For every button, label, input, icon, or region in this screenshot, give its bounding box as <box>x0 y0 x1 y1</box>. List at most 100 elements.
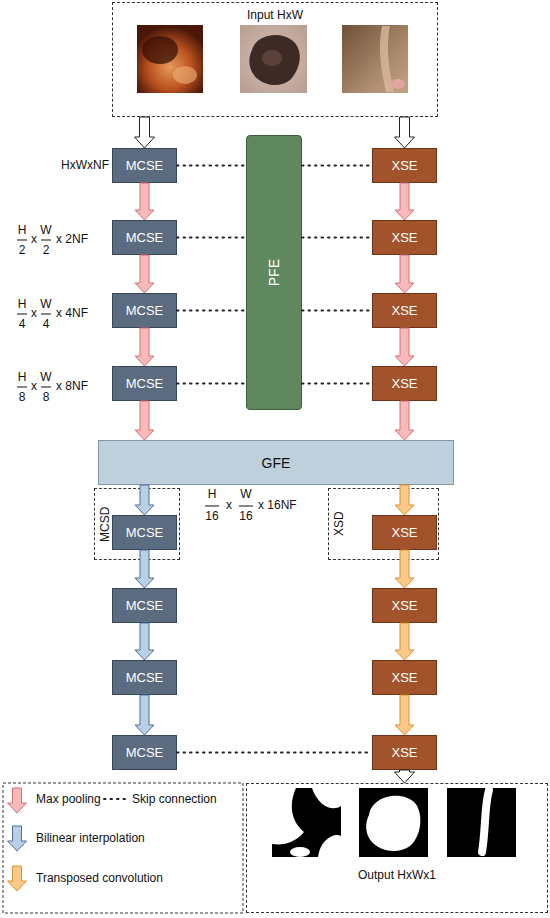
fraction-bar <box>41 387 51 388</box>
dimension-label: 4 <box>19 317 26 331</box>
mcse-block: MCSE <box>112 735 177 770</box>
node-label: Input HxW <box>113 8 437 22</box>
max-pooling-arrow <box>135 401 154 440</box>
transposed-convolution-arrow <box>395 550 414 588</box>
node-label: XSE <box>391 230 417 245</box>
fraction-bar <box>239 506 253 507</box>
node-label: XSE <box>391 376 417 391</box>
skip-connection <box>302 165 372 167</box>
xse-block: XSE <box>372 660 437 695</box>
node-label: MCSE <box>126 598 164 613</box>
skip-connection <box>177 165 246 167</box>
node-label: MCSE <box>126 230 164 245</box>
dimension-label: x 4NF <box>56 306 88 320</box>
skip-connection <box>302 310 372 312</box>
dimension-label: 2 <box>43 243 50 257</box>
node-label: MCSE <box>126 158 164 173</box>
node-label: MCSE <box>126 525 164 540</box>
image-detail <box>173 66 197 84</box>
mcse-block: MCSE <box>112 366 177 401</box>
legend-blue-arrow <box>8 826 27 851</box>
max-pooling-arrow <box>395 183 414 220</box>
legend-box <box>3 783 243 913</box>
skip-connection <box>302 237 372 239</box>
fraction-bar <box>17 314 27 315</box>
dimension-label: 16 <box>239 509 252 523</box>
dimension-label: x <box>31 379 37 393</box>
mask-region <box>482 790 489 852</box>
legend-dotted-line <box>104 798 126 800</box>
dimension-label: x <box>31 306 37 320</box>
skip-connection <box>302 383 372 385</box>
skip-connection <box>177 383 246 385</box>
pfe-band: PFE <box>246 135 302 410</box>
image-detail <box>142 36 178 64</box>
mask-image <box>359 788 428 857</box>
fraction-bar <box>205 506 219 507</box>
dimension-label: x 16NF <box>258 498 297 512</box>
dimension-label: x <box>226 498 232 512</box>
xse-block: XSE <box>372 293 437 328</box>
lesion-blob <box>249 35 299 85</box>
bilinear-interpolation-arrow <box>135 485 154 515</box>
dimension-label: 16 <box>205 509 218 523</box>
node-label: MCSD <box>98 489 112 559</box>
legend-text: Transposed convolution <box>36 871 163 885</box>
node-label: XSE <box>391 525 417 540</box>
output-masks <box>272 788 516 857</box>
transposed-convolution-arrow <box>395 485 414 515</box>
dimension-label: W <box>40 370 51 384</box>
xse-block: XSE <box>372 366 437 401</box>
xse-block: XSE <box>372 515 437 550</box>
node-label: XSE <box>391 158 417 173</box>
legend-text: Max pooling <box>36 792 101 806</box>
legend-text: Bilinear interpolation <box>36 831 145 845</box>
dimension-label: 8 <box>43 390 50 404</box>
xse-block: XSE <box>372 148 437 183</box>
fraction-bar <box>41 314 51 315</box>
transposed-convolution-arrow <box>395 623 414 660</box>
dimension-label: x 2NF <box>56 232 88 246</box>
legend-orange-arrow <box>8 866 27 891</box>
node-label: Output HxWx1 <box>247 868 547 882</box>
fraction-bar <box>17 240 27 241</box>
dimension-label: 2 <box>19 243 26 257</box>
dimension-label: HxWxNF <box>61 158 109 172</box>
mcse-block: MCSE <box>112 588 177 623</box>
mcse-block: MCSE <box>112 293 177 328</box>
mask-image <box>447 788 516 857</box>
mcse-block: MCSE <box>112 148 177 183</box>
node-label: XSE <box>391 670 417 685</box>
bilinear-interpolation-arrow <box>135 550 154 588</box>
input-output-arrow <box>395 117 415 148</box>
xse-block: XSE <box>372 220 437 255</box>
input-output-arrow <box>395 770 415 783</box>
mask-region <box>366 796 420 851</box>
transposed-convolution-arrow <box>395 695 414 735</box>
node-label: MCSE <box>126 670 164 685</box>
dimension-label: H <box>18 223 27 237</box>
skip-connection <box>177 237 246 239</box>
dimension-label: H <box>208 487 217 501</box>
node-label: PFE <box>266 259 282 286</box>
skip-connection <box>177 310 246 312</box>
node-label: XSD <box>332 489 346 559</box>
node-label: XSE <box>391 598 417 613</box>
image-detail <box>262 50 282 66</box>
legend-pink-arrow <box>8 788 27 813</box>
mask-region <box>290 847 310 857</box>
dimension-label: H <box>18 297 27 311</box>
mask-region <box>312 788 341 808</box>
max-pooling-arrow <box>135 328 154 366</box>
input-output-arrow <box>135 117 155 148</box>
node-label: MCSE <box>126 376 164 391</box>
max-pooling-arrow <box>135 183 154 220</box>
output-frame: Output HxWx1 <box>246 783 548 913</box>
node-label: MCSE <box>126 303 164 318</box>
max-pooling-arrow <box>395 401 414 440</box>
fraction-bar <box>17 387 27 388</box>
skin-lesion-image <box>240 25 307 93</box>
mask-image <box>272 788 341 857</box>
xse-block: XSE <box>372 588 437 623</box>
dimension-label: 8 <box>19 390 26 404</box>
